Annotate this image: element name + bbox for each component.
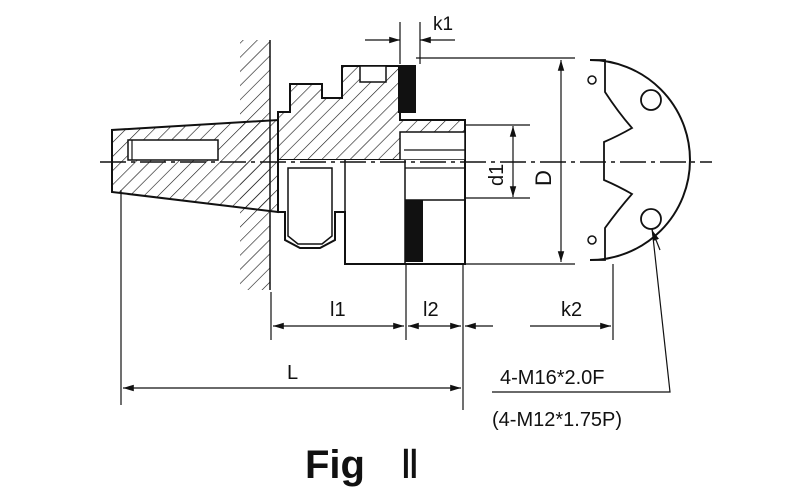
holder-body-outline [277,160,466,265]
dimension-lines [123,36,611,392]
label-thread-alt: (4-M12*1.75P) [492,409,622,431]
taper-shank [111,118,279,214]
label-L: L [287,362,298,384]
thread-leader [492,227,671,393]
figure-caption-prefix: Fig [305,443,365,487]
label-thread-primary: 4-M16*2.0F [500,367,605,389]
label-D: D [531,170,556,186]
label-k2: k2 [561,299,582,321]
label-l1: l1 [330,299,346,321]
label-l2: l2 [423,299,439,321]
holder-body-section [277,65,466,161]
label-d1: d1 [486,164,508,186]
end-view [587,59,691,261]
figure-caption-numeral: Ⅱ [400,443,420,487]
extension-lines [120,22,614,410]
label-k1: k1 [433,14,453,35]
